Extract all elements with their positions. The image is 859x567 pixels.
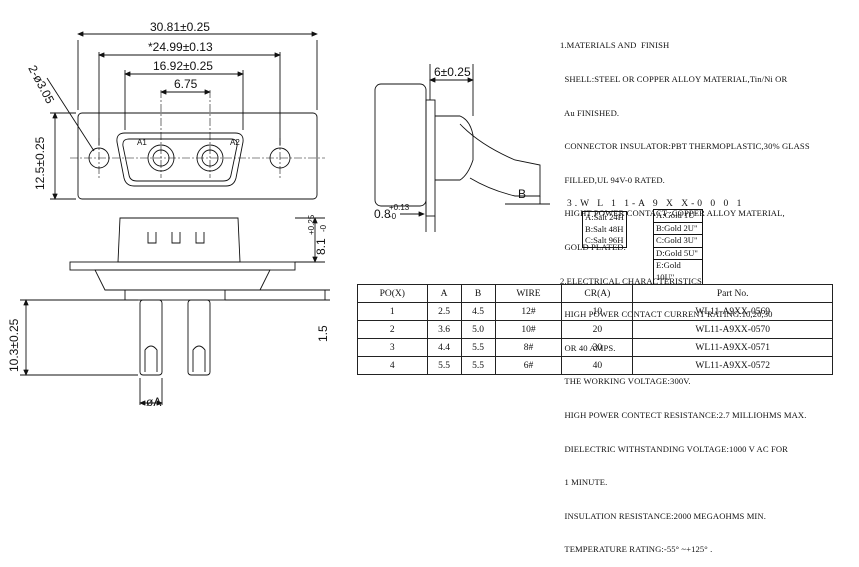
front-shell-inner — [122, 138, 238, 182]
drawing-canvas: 30.81±0.25 *24.99±0.13 16.92±0.25 6.75 2… — [7, 20, 550, 409]
table-row: 2 3.6 5.0 10# 20 WL11-A9XX-0570 — [357, 320, 833, 339]
dim-shell-width: 16.92±0.25 — [153, 59, 213, 73]
note-line: 2.ELECTRICAL CHARACTERISTICS — [560, 275, 702, 286]
gold-options: A:Gold 1U" B:Gold 2U" C:Gold 3U" D:Gold … — [653, 209, 703, 285]
cell-cr: 30 — [561, 338, 634, 357]
note-line: 1.MATERIALS AND FINISH — [560, 40, 670, 51]
header-cr: CR(A) — [561, 284, 634, 303]
gold-option: C:Gold 3U" — [653, 235, 703, 248]
label-a1: A1 — [137, 138, 147, 147]
bottom-insulator — [124, 289, 226, 301]
cell-cr: 10 — [561, 302, 634, 321]
front-shell — [116, 132, 244, 187]
bottom-view — [20, 217, 330, 406]
dim-side-tol-top: +0.25 — [307, 214, 316, 235]
header-part-no: Part No. — [632, 284, 833, 303]
note-line: INSULATION RESISTANCE:2000 MEGAOHMS MIN. — [560, 510, 766, 521]
table-row: 1 2.5 4.5 12# 10 WL11-A9XX-0569 — [357, 302, 833, 321]
dim-side-tol-bottom: -0 — [319, 224, 328, 232]
cell-b: 5.0 — [460, 320, 496, 339]
side-rear — [435, 115, 474, 181]
cell-a: 5.5 — [426, 356, 462, 375]
dim-flange: 0.8 — [374, 207, 391, 221]
dim-height: 12.5±0.25 — [33, 136, 47, 190]
pin-left-slot — [144, 345, 158, 372]
salt-options: A:Salt 24H B:Salt 48H C:Salt 96H — [582, 211, 627, 248]
header-b: B — [460, 284, 496, 303]
note-line: DIELECTRIC WITHSTANDING VOLTAGE:1000 V A… — [560, 443, 788, 454]
label-b: B — [518, 187, 526, 201]
dim-pin-dia: øA — [146, 395, 161, 409]
front-flange — [77, 112, 318, 200]
cell-part-no: WL11-A9XX-0569 — [632, 302, 833, 321]
cell-b: 5.5 — [460, 356, 496, 375]
pin-right — [187, 299, 211, 376]
note-line: HIGH POWER CONTECT RESISTANCE:2.7 MILLIO… — [560, 409, 807, 420]
note-line: FILLED,UL 94V-0 RATED. — [560, 174, 665, 185]
salt-option: C:Salt 96H — [585, 235, 624, 246]
note-line: TEMPERATURE RATING:-55° ~+125° . — [560, 544, 713, 555]
cell-a: 3.6 — [426, 320, 462, 339]
dim-pin-gap: 1.5 — [316, 325, 330, 342]
dim-pin-length: 10.3±0.25 — [7, 318, 21, 372]
cell-a: 4.4 — [426, 338, 462, 357]
cell-b: 4.5 — [460, 302, 496, 321]
cell-wire: 8# — [494, 338, 563, 357]
note-line: SHELL:STEEL OR COPPER ALLOY MATERIAL,Tin… — [560, 74, 788, 84]
cell-a: 2.5 — [426, 302, 462, 321]
header-wire: WIRE — [494, 284, 563, 303]
front-view — [46, 31, 325, 200]
cell-cr: 40 — [561, 356, 634, 375]
table-header-row: PO(X) A B WIRE CR(A) Part No. — [357, 284, 833, 303]
header-a: A — [426, 284, 462, 303]
dim-side-height: 8.1 — [314, 238, 328, 255]
part-table: PO(X) A B WIRE CR(A) Part No. 1 2.5 4.5 … — [357, 284, 833, 375]
note-line: HIGHT POWER CONTACT :COPPER ALLOY MATERI… — [560, 208, 785, 219]
dim-flange-tol-bottom: -0 — [389, 212, 397, 221]
bottom-base — [94, 269, 271, 291]
gold-option: E:Gold 10U" — [653, 260, 703, 285]
cell-cr: 20 — [561, 320, 634, 339]
side-flange — [425, 99, 436, 217]
cell-b: 5.5 — [460, 338, 496, 357]
part-code: 3.W L 1 1-A 9 X X-0 0 0 1 — [567, 199, 745, 209]
pin-right-slot — [192, 345, 206, 372]
bottom-shell — [117, 217, 241, 263]
note-line: Au FINISHED. — [560, 107, 620, 118]
dim-overall-width: 30.81±0.25 — [150, 20, 210, 34]
cell-part-no: WL11-A9XX-0571 — [632, 338, 833, 357]
cell-po: 1 — [357, 302, 428, 321]
label-a2: A2 — [230, 138, 240, 147]
dim-hole-dia: 2-ø3.05 — [25, 63, 57, 106]
cell-po: 3 — [357, 338, 428, 357]
side-body — [374, 83, 427, 207]
dim-depth: 6±0.25 — [434, 65, 471, 79]
pin-left — [139, 299, 163, 376]
dim-flange-tol-top: +0.13 — [389, 203, 410, 212]
cell-wire: 12# — [494, 302, 563, 321]
cell-po: 2 — [357, 320, 428, 339]
table-row: 4 5.5 5.5 6# 40 WL11-A9XX-0572 — [357, 356, 833, 375]
cell-part-no: WL11-A9XX-0572 — [632, 356, 833, 375]
shell-windows — [147, 232, 205, 244]
note-line: THE WORKING VOLTAGE:300V. — [560, 376, 691, 387]
cell-wire: 10# — [494, 320, 563, 339]
cell-part-no: WL11-A9XX-0570 — [632, 320, 833, 339]
side-wire — [459, 123, 541, 197]
side-view — [374, 64, 550, 232]
cell-wire: 6# — [494, 356, 563, 375]
note-line: 1 MINUTE. — [560, 477, 608, 488]
cell-po: 4 — [357, 356, 428, 375]
gold-option: A:Gold 1U" — [653, 209, 703, 223]
bottom-flange — [69, 261, 296, 271]
salt-option: B:Salt 48H — [585, 223, 624, 234]
gold-option: D:Gold 5U" — [653, 247, 703, 261]
table-row: 3 4.4 5.5 8# 30 WL11-A9XX-0571 — [357, 338, 833, 357]
gold-option: B:Gold 2U" — [653, 222, 703, 236]
dim-contact-pitch: 6.75 — [174, 77, 198, 91]
dim-hole-pitch: *24.99±0.13 — [148, 40, 213, 54]
salt-option: A:Salt 24H — [585, 212, 624, 222]
note-line: CONNECTOR INSULATOR:PBT THERMOPLASTIC,30… — [560, 141, 810, 152]
header-po: PO(X) — [357, 284, 428, 303]
